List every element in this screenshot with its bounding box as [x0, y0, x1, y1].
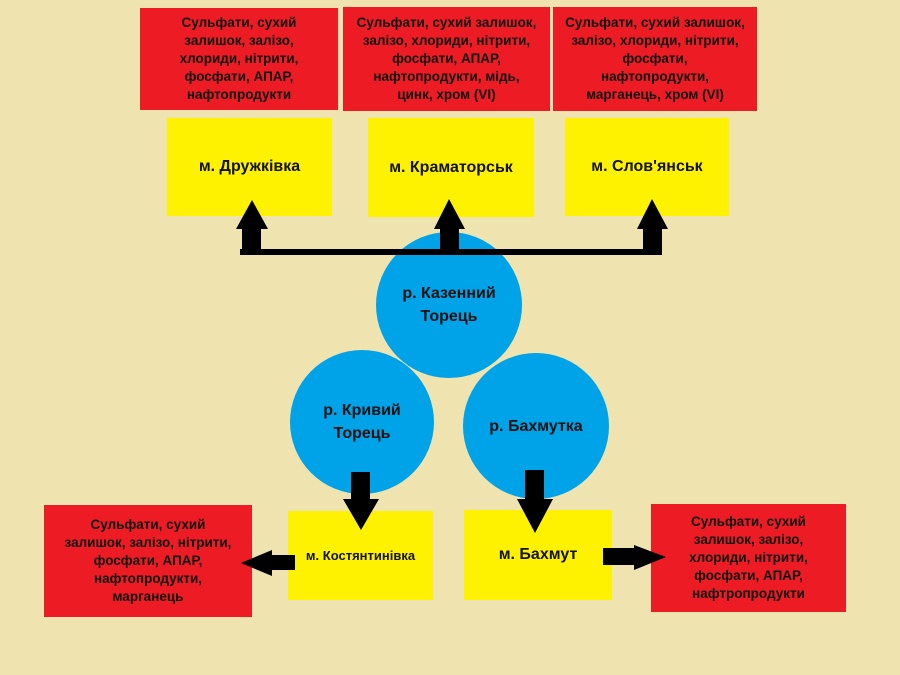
pollutants-bakhmut-text: Сульфати, сухий залишок, залізо, хлориди… — [689, 514, 808, 601]
river-kryvyi-torets-label: р. Кривий Торець — [323, 402, 401, 442]
river-kazennyi-torets: р. Казенний Торець — [376, 232, 522, 378]
city-kostiantynivka-label: м. Костянтинівка — [305, 548, 416, 563]
arrow-up-druzhkivka — [236, 200, 268, 255]
pollutants-druzhkivka: Сульфати, сухий залишок, залізо, хлориди… — [140, 8, 338, 110]
pollutants-bakhmut: Сульфати, сухий залишок, залізо, хлориди… — [651, 504, 846, 612]
pollutants-kramatorsk-text: Сульфати, сухий залишок, залізо, хлориди… — [356, 15, 537, 102]
pollutants-druzhkivka-text: Сульфати, сухий залишок, залізо, хлориди… — [179, 15, 299, 102]
city-druzhkivka-label: м. Дружківка — [198, 158, 301, 175]
city-bakhmut-label: м. Бахмут — [498, 546, 578, 563]
pollutants-kostiantynivka-text: Сульфати, сухий залишок, залізо, нітрити… — [64, 517, 232, 604]
river-bakhmutka-label: р. Бахмутка — [489, 417, 583, 435]
river-kryvyi-torets: р. Кривий Торець — [290, 350, 434, 494]
arrow-left-kostiantynivka — [241, 550, 295, 576]
pollutants-kostiantynivka: Сульфати, сухий залишок, залізо, нітрити… — [44, 505, 252, 617]
city-kramatorsk: м. Краматорськ — [368, 118, 534, 217]
river-kazennyi-torets-label: р. Казенний Торець — [402, 285, 496, 325]
pollutants-sloviansk: Сульфати, сухий залишок, залізо, хлориди… — [553, 7, 757, 111]
arrow-down-kostiantynivka — [343, 472, 379, 530]
pollutants-kramatorsk: Сульфати, сухий залишок, залізо, хлориди… — [343, 7, 550, 111]
arrow-up-sloviansk — [637, 199, 668, 255]
arrow-up-kramatorsk — [434, 199, 465, 255]
city-kramatorsk-label: м. Краматорськ — [389, 158, 513, 176]
city-sloviansk: м. Слов'янськ — [565, 118, 729, 216]
city-sloviansk-label: м. Слов'янськ — [591, 158, 703, 175]
arrow-down-bakhmut — [517, 470, 553, 533]
city-druzhkivka: м. Дружківка — [167, 118, 332, 216]
pollutants-sloviansk-text: Сульфати, сухий залишок, залізо, хлориди… — [565, 15, 745, 102]
arrow-right-bakhmut — [603, 545, 666, 570]
